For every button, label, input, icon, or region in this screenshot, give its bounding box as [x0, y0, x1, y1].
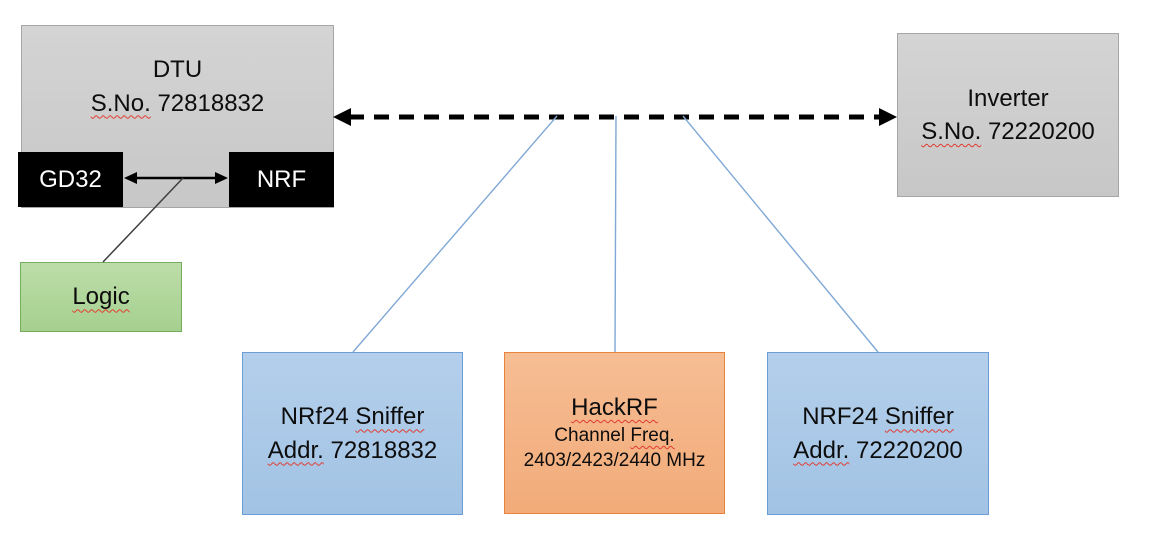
- gd32-chip: GD32: [18, 152, 123, 207]
- inverter-serial: S.No. 72220200: [921, 115, 1094, 148]
- hackrf-box: HackRF Channel Freq. 2403/2423/2440 MHz: [504, 352, 725, 514]
- sniffer-right-box: NRF24 Sniffer Addr. 72220200: [767, 352, 989, 515]
- inverter-serial-label: S.No.: [921, 118, 982, 145]
- hackrf-title: HackRF: [571, 394, 658, 421]
- hackrf-frequencies: 2403/2423/2440 MHz: [523, 450, 706, 471]
- hackrf-channel-line: Channel Freq.: [554, 425, 675, 446]
- rf-link-arrowhead-left: [333, 108, 351, 126]
- dtu-serial: S.No. 72818832: [91, 87, 264, 120]
- dtu-serial-value: 72818832: [150, 89, 265, 117]
- gd32-label: GD32: [39, 165, 102, 193]
- inverter-box: Inverter S.No. 72220200: [897, 33, 1119, 197]
- nrf-label: NRF: [256, 165, 307, 193]
- inverter-serial-value: 72220200: [981, 118, 1095, 145]
- logic-box: Logic: [20, 262, 182, 332]
- tap-line-hackrf: [614, 115, 617, 353]
- rf-link-arrowhead-right: [879, 108, 897, 126]
- nrf-chip: NRF: [229, 152, 334, 207]
- sniffer-left-addr: Addr. 72818832: [267, 436, 438, 464]
- tap-line-sniffer-right: [682, 115, 879, 353]
- tap-line-sniffer-left: [352, 115, 558, 353]
- sniffer-left-box: NRf24 Sniffer Addr. 72818832: [242, 352, 463, 515]
- sniffer-left-name: NRf24 Sniffer: [280, 403, 425, 431]
- rf-link-dashed-arrow: [333, 108, 897, 126]
- logic-label: Logic: [72, 283, 130, 311]
- sniffer-right-name: NRF24 Sniffer: [802, 403, 954, 431]
- inverter-title: Inverter: [967, 84, 1049, 112]
- sniffer-right-addr: Addr. 72220200: [793, 436, 963, 464]
- dtu-serial-label: S.No.: [90, 89, 151, 117]
- dtu-title: DTU: [152, 56, 203, 84]
